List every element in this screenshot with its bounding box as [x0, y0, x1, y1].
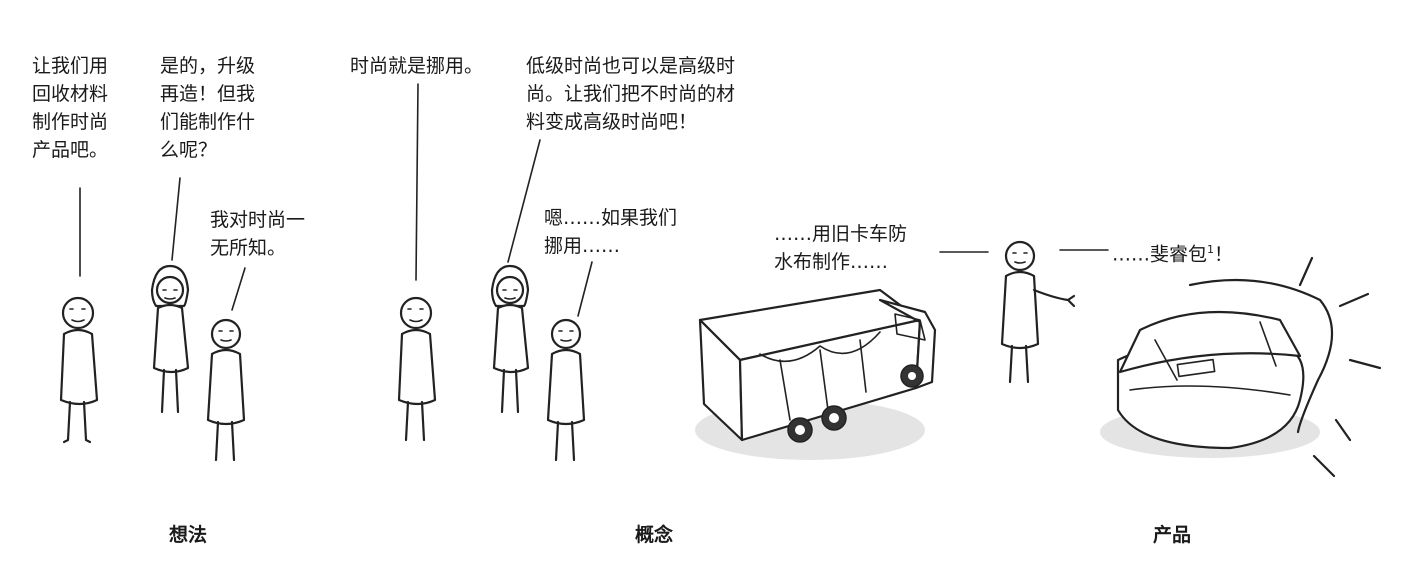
- speech-product-2-text: ……斐睿包: [1112, 243, 1208, 266]
- figure-boy-2: [206, 318, 246, 462]
- speech-idea-3: 我对时尚一 无所知。: [210, 209, 306, 259]
- speech-tail: [507, 139, 541, 263]
- caption-concept: 概念: [634, 524, 674, 546]
- speech-tail: [415, 83, 419, 281]
- figure-girl: [150, 264, 190, 414]
- speech-product-1: ……用旧卡车防 水布制作……: [774, 223, 908, 273]
- figure-boy-2: [546, 318, 586, 462]
- figure-girl: [490, 264, 530, 414]
- speech-idea-1: 让我们用 回收材料 制作时尚 产品吧。: [32, 55, 109, 161]
- caption-product: 产品: [1152, 524, 1192, 546]
- speech-concept-2: 低级时尚也可以是高级时 尚。让我们把不时尚的材 料变成高级时尚吧！: [526, 55, 736, 133]
- speech-concept-1: 时尚就是挪用。: [350, 55, 484, 77]
- caption-idea: 想法: [168, 524, 208, 546]
- speech-idea-2: 是的，升级 再造！但我 们能制作什 么呢？: [160, 55, 256, 161]
- speech-concept-3: 嗯……如果我们 挪用……: [544, 207, 678, 257]
- product-panel: [695, 240, 1382, 478]
- footnote-marker: 1: [1207, 243, 1215, 256]
- speech-product-2: ……斐睿包1！: [1112, 236, 1233, 268]
- bag-illustration: [1100, 256, 1382, 478]
- speech-tail: [577, 261, 593, 317]
- figure-boy: [397, 296, 437, 442]
- truck-illustration: [695, 288, 937, 460]
- idea-panel-figures: [59, 177, 246, 462]
- speech-tail: [171, 177, 181, 261]
- speech-product-2-end: ！: [1214, 243, 1234, 266]
- speech-tail: [231, 267, 246, 311]
- concept-panel-figures: [397, 83, 593, 462]
- figure-presenter: [1000, 240, 1076, 384]
- figure-boy: [59, 296, 99, 444]
